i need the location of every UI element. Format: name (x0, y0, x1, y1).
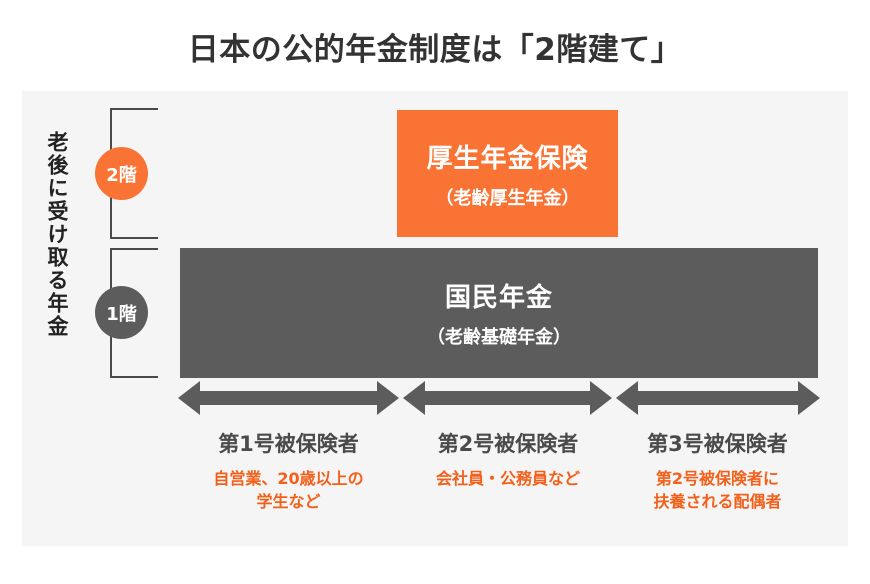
tier-kousei-sub-label: （老齢厚生年金） (435, 187, 580, 209)
tier-kokumin-main-label: 国民年金 (444, 283, 553, 313)
tier-kokumin-sub-label: （老齢基礎年金） (427, 327, 571, 348)
double-arrow-seg-2 (403, 381, 612, 415)
floor-badge-second: 2階 (95, 147, 148, 200)
double-arrow-seg-3 (616, 381, 820, 415)
category-insured-1: 第1号被保険者 自営業、20歳以上の学生など (176, 428, 401, 513)
category-insured-3-description: 第2号被保険者に扶養される配偶者 (653, 469, 782, 511)
category-insured-3-title: 第3号被保険者 (647, 432, 788, 456)
category-row: 第1号被保険者 自営業、20歳以上の学生など 第2号被保険者 会社員・公務員など… (0, 428, 870, 538)
floor-badge-first-label: 1階 (106, 303, 137, 325)
category-insured-2: 第2号被保険者 会社員・公務員など (402, 428, 614, 490)
tier-kousei-main-label: 厚生年金保険 (426, 143, 589, 174)
floor-badge-first: 1階 (95, 286, 148, 339)
double-arrow-seg-1 (178, 381, 399, 415)
arrow-row (0, 380, 870, 416)
tier-box-kousei-nenkin: 厚生年金保険 （老齢厚生年金） (397, 110, 618, 237)
category-insured-2-title: 第2号被保険者 (437, 432, 579, 456)
category-insured-3: 第3号被保険者 第2号被保険者に扶養される配偶者 (615, 428, 820, 513)
page-title: 日本の公的年金制度は「2階建て」 (187, 32, 683, 68)
tier-box-kokumin-nenkin: 国民年金 （老齢基礎年金） (180, 248, 818, 378)
floor-badge-second-label: 2階 (106, 164, 137, 186)
vertical-axis-label: 老後に受け取る年金 (45, 131, 69, 338)
category-insured-1-title: 第1号被保険者 (218, 432, 359, 456)
category-insured-1-description: 自営業、20歳以上の学生など (213, 469, 364, 511)
double-arrow-group (178, 381, 820, 415)
category-insured-2-description: 会社員・公務員など (435, 469, 580, 488)
